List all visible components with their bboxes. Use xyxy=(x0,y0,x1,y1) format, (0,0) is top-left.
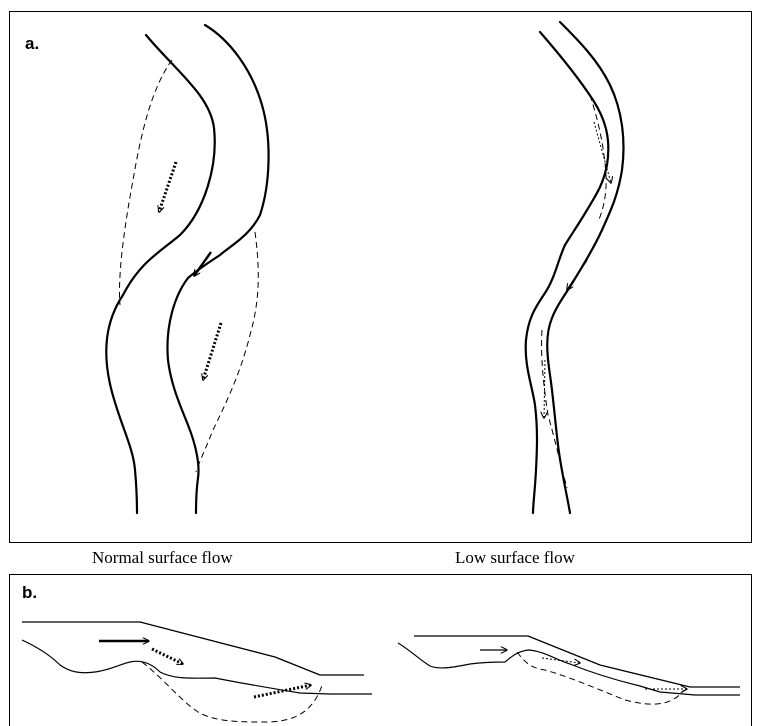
normal-hyporheic-arrow-lower xyxy=(203,323,221,380)
low-channel-right-bank xyxy=(547,22,623,513)
low-channel-left-bank xyxy=(526,32,609,513)
low-flow-channel xyxy=(526,22,624,513)
normal-hyporheic-arrow-upper xyxy=(159,162,176,212)
normal-lower-bar-outline xyxy=(196,232,258,472)
low-hyporheic-arrow-lower xyxy=(544,360,545,418)
normal-streambed xyxy=(22,640,372,694)
low-water-surface xyxy=(414,636,740,687)
normal-channel-right-bank xyxy=(167,25,268,513)
normal-profile-downwelling-arrow xyxy=(152,649,183,664)
profile-normal-flow xyxy=(22,622,372,722)
low-surface-arrow xyxy=(567,260,587,290)
normal-flow-dashed-bars xyxy=(120,60,259,472)
normal-channel-left-bank xyxy=(106,35,214,513)
normal-water-surface xyxy=(22,622,364,675)
normal-flow-channel xyxy=(106,25,268,513)
low-hyporheic-zone-outline xyxy=(517,652,684,704)
normal-upper-bar-outline xyxy=(120,60,172,305)
profile-low-flow xyxy=(398,636,740,704)
low-flow-dashed-bars xyxy=(542,95,607,488)
